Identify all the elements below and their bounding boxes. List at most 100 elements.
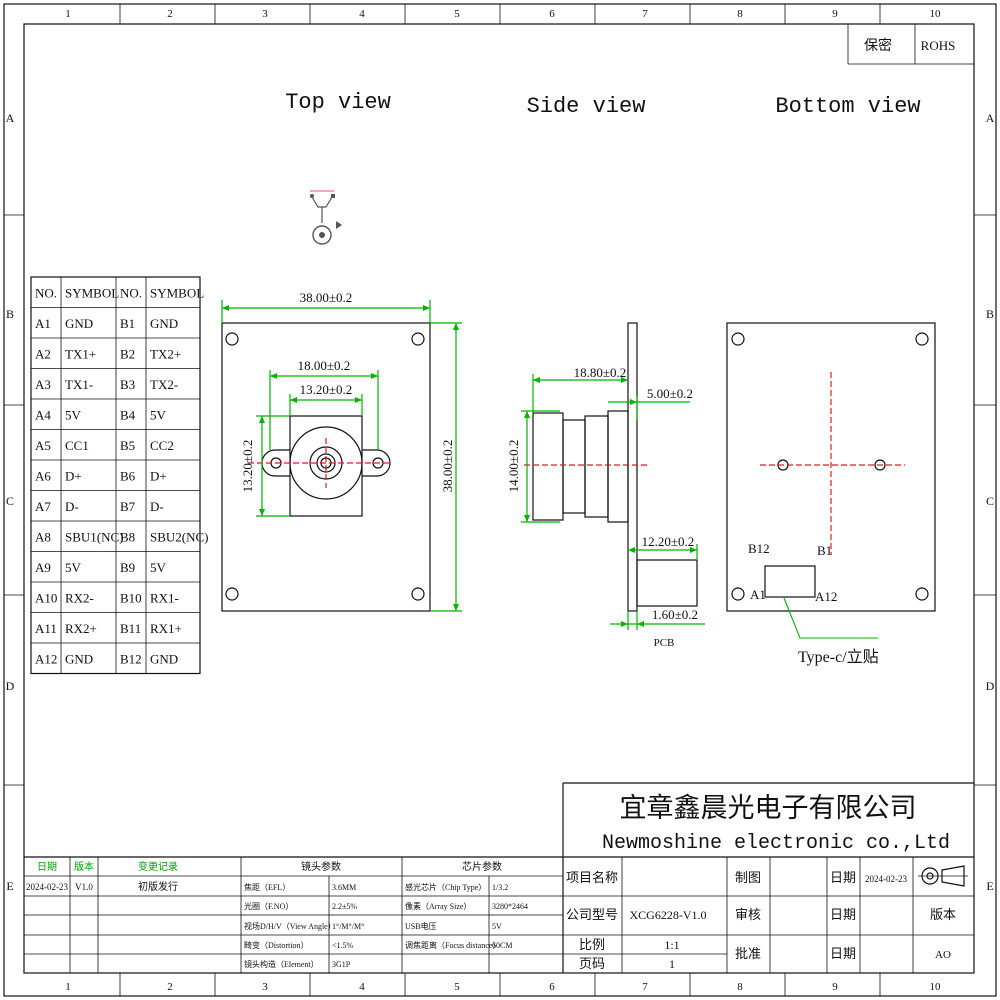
pin-symbol: D- bbox=[65, 499, 79, 514]
page-value: 1 bbox=[669, 957, 675, 971]
pin-symbol: GND bbox=[150, 652, 178, 667]
chip-param-value: 3280*2464 bbox=[492, 902, 528, 911]
pin-table-header: NO. bbox=[35, 286, 57, 301]
pin-symbol: CC2 bbox=[150, 438, 174, 453]
col-label: 4 bbox=[359, 8, 365, 20]
row-label: D bbox=[6, 679, 15, 693]
mount-hole bbox=[225, 587, 239, 601]
top-view-title: Top view bbox=[285, 90, 391, 115]
lens-params-title: 镜头参数 bbox=[301, 860, 341, 873]
scale-label: 比例 bbox=[579, 937, 605, 952]
pin-number: A7 bbox=[35, 499, 51, 514]
col-label: 3 bbox=[262, 981, 268, 993]
col-label: 10 bbox=[930, 981, 942, 993]
secret-label: 保密 bbox=[864, 37, 892, 54]
chip-param-value: 60CM bbox=[492, 941, 512, 950]
pin-symbol: TX1- bbox=[65, 377, 93, 392]
bottom-typec bbox=[764, 565, 816, 598]
col-label: 10 bbox=[930, 8, 942, 20]
usb-logo-icon bbox=[310, 190, 342, 245]
pin-symbol: SBU1(NC) bbox=[65, 530, 124, 545]
date-label: 日期 bbox=[830, 870, 856, 885]
side-view bbox=[524, 322, 698, 612]
rev-change: 初版发行 bbox=[138, 880, 178, 893]
dim-side-conn: 12.20±0.2 bbox=[642, 534, 695, 549]
lens-param-value: <1.5% bbox=[332, 941, 354, 950]
row-label: B bbox=[986, 307, 994, 321]
row-label: C bbox=[6, 494, 14, 508]
col-label: 4 bbox=[359, 981, 365, 993]
pin-symbol: GND bbox=[65, 652, 93, 667]
pin-symbol: RX2+ bbox=[65, 621, 97, 636]
version-value: AO bbox=[935, 949, 951, 961]
dim-top-height: 38.00±0.2 bbox=[440, 440, 455, 493]
pin-number: A2 bbox=[35, 347, 51, 362]
col-label: 1 bbox=[65, 981, 71, 993]
pin-number: A3 bbox=[35, 377, 51, 392]
pin-symbol: 5V bbox=[150, 560, 167, 575]
chip-param-value: 1/3.2 bbox=[492, 883, 508, 892]
pin-symbol: D+ bbox=[150, 469, 167, 484]
pin-number: B12 bbox=[120, 652, 142, 667]
dim-lens-outer: 18.00±0.2 bbox=[298, 358, 351, 373]
col-label: 3 bbox=[262, 8, 268, 20]
lens-param-value: 2.2±5% bbox=[332, 902, 357, 911]
pin-symbol: GND bbox=[150, 316, 178, 331]
pin-table-header: NO. bbox=[120, 286, 142, 301]
side-typec bbox=[636, 559, 698, 607]
date-label-2: 日期 bbox=[830, 907, 856, 922]
pin-symbol: RX1- bbox=[150, 591, 179, 606]
date-value: 2024-02-23 bbox=[865, 874, 907, 884]
rohs-label: ROHS bbox=[921, 38, 956, 53]
col-label: 7 bbox=[642, 8, 648, 20]
dim-lens-vertical: 13.20±0.2 bbox=[240, 440, 255, 493]
lens-param-name: 光圈（F.NO） bbox=[244, 901, 293, 911]
pin-a12-label: A12 bbox=[815, 589, 837, 604]
frame-ticks bbox=[4, 4, 996, 996]
pin-number: A1 bbox=[35, 316, 51, 331]
row-label: B bbox=[6, 307, 14, 321]
row-label: A bbox=[986, 111, 995, 125]
rev-header-date: 日期 bbox=[37, 861, 57, 873]
side-pcb bbox=[627, 322, 638, 612]
page-label: 页码 bbox=[579, 956, 605, 971]
pin-symbol: TX2- bbox=[150, 377, 178, 392]
lens-param-name: 畸变（Distortion） bbox=[244, 940, 308, 950]
col-label: 2 bbox=[167, 8, 173, 20]
pin-symbol: RX2- bbox=[65, 591, 94, 606]
lens-param-name: 视场D/H/V（View Angle） bbox=[244, 921, 336, 931]
bottom-pcb-outline bbox=[726, 322, 936, 612]
row-labels: A B C D E A B C D E bbox=[6, 111, 995, 893]
col-label: 1 bbox=[65, 8, 71, 20]
company-name-en: Newmoshine electronic co.,Ltd bbox=[602, 832, 950, 855]
title-block: 宜章鑫晨光电子有限公司 Newmoshine electronic co.,Lt… bbox=[24, 782, 974, 973]
row-label: E bbox=[986, 879, 993, 893]
pin-symbol: SBU2(NC) bbox=[150, 530, 209, 545]
col-label: 8 bbox=[737, 8, 743, 20]
pin-symbol: GND bbox=[65, 316, 93, 331]
model-label: 公司型号 bbox=[566, 907, 618, 922]
lens-param-value: 3G1P bbox=[332, 960, 351, 969]
row-label: C bbox=[986, 494, 994, 508]
pin-symbol: TX1+ bbox=[65, 347, 96, 362]
bottom-view-title: Bottom view bbox=[775, 94, 920, 119]
dim-side-length: 18.80±0.2 bbox=[574, 365, 627, 380]
pcb-outline bbox=[221, 322, 431, 612]
side-lens bbox=[532, 412, 564, 521]
inner-frame bbox=[23, 23, 975, 974]
pin-a1-label: A1 bbox=[750, 587, 766, 602]
row-label: D bbox=[986, 679, 995, 693]
pin-number: B5 bbox=[120, 438, 135, 453]
rev-date: 2024-02-23 bbox=[26, 882, 68, 892]
pin-symbol: 5V bbox=[65, 408, 82, 423]
pin-number: B1 bbox=[120, 316, 135, 331]
pin-number: B9 bbox=[120, 560, 135, 575]
col-label: 5 bbox=[454, 981, 460, 993]
row-label: E bbox=[6, 879, 13, 893]
pin-number: B2 bbox=[120, 347, 135, 362]
pin-symbol: CC1 bbox=[65, 438, 89, 453]
bottom-view: B12 B1 A1 A12 Type-c/立贴 bbox=[726, 322, 936, 666]
chip-param-value: 5V bbox=[492, 922, 502, 931]
draw-label: 制图 bbox=[735, 870, 761, 885]
